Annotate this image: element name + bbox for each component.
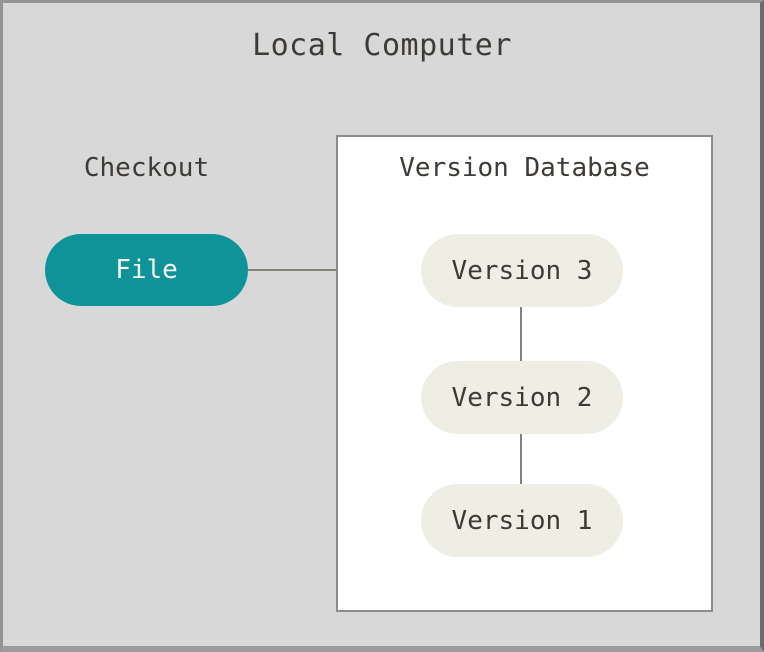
diagram-title: Local Computer: [252, 28, 512, 63]
version-2-node: Version 2: [421, 361, 623, 434]
version-3-node: Version 3: [421, 234, 623, 307]
connector-file-to-version3: [248, 269, 421, 271]
version-1-node: Version 1: [421, 484, 623, 557]
connector-version3-to-version2: [520, 306, 522, 362]
version-database-title: Version Database: [399, 153, 650, 183]
checkout-label: Checkout: [83, 153, 210, 183]
file-node: File: [45, 234, 248, 306]
connector-version2-to-version1: [520, 433, 522, 485]
